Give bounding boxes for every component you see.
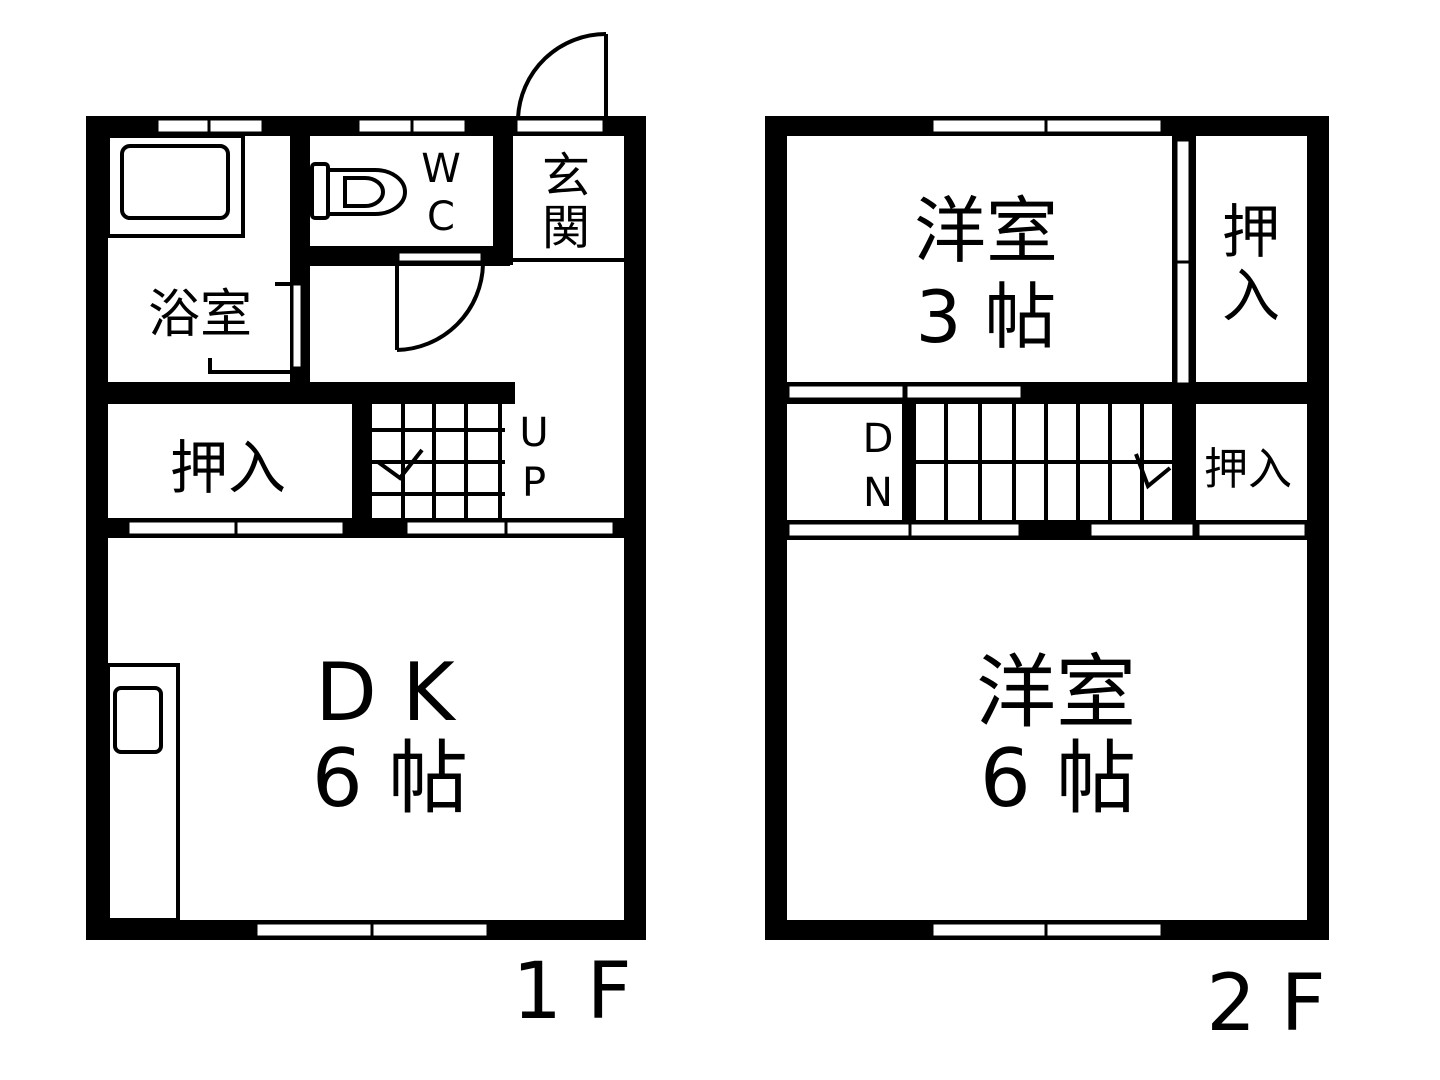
label-western-large-1: 洋室 [976, 646, 1136, 739]
f1-window-wc-2 [410, 117, 468, 135]
f1-stairs [372, 400, 505, 520]
stair-arrow-up-icon [376, 448, 424, 481]
f2-window-south-2 [1044, 921, 1164, 939]
f1-window-wc-1 [356, 117, 414, 135]
label-entrance-2: 関 [542, 200, 590, 256]
f2-window-south-1 [930, 921, 1048, 939]
f1-window-south-1 [254, 921, 374, 939]
toilet-tank [310, 162, 330, 220]
f1-entrance-door-arc [516, 31, 607, 119]
f1-bath-door [208, 358, 290, 374]
label-closet-lower: 押入 [1204, 444, 1292, 495]
f1-wc-door-frame [396, 250, 484, 264]
floor-1: 浴室 W C 玄 関 押入 U P D K 6 帖 1 F [86, 31, 646, 1037]
bathtub-outline [106, 134, 245, 238]
label-stairs-1: U [519, 410, 548, 456]
label-closet-upper-1: 押 [1222, 198, 1280, 266]
f1-window-bath-1 [155, 117, 211, 135]
toilet-bowl [326, 168, 407, 216]
f1-east-wall [624, 116, 646, 940]
f1-wall-mid [100, 382, 515, 404]
f1-wc-door-arc [396, 263, 485, 352]
floor-2: 洋室 3 帖 押 入 D N 押入 洋室 6 帖 2 F [765, 116, 1329, 1049]
f1-window-south-2 [370, 921, 490, 939]
f2-closet-slide-2 [1174, 260, 1192, 386]
f1-closet-slide-2 [234, 519, 346, 537]
f1-wall-closet-stair [352, 400, 372, 530]
f2-hall-slide-2 [904, 383, 1024, 401]
label-wc-1: W [421, 146, 461, 192]
f2-west-wall [765, 116, 787, 940]
label-western-small-2: 3 帖 [916, 275, 1057, 359]
label-stairs-1: D [863, 416, 894, 462]
f2-room-slide-1 [786, 521, 912, 539]
f2-closet-lower-slide [1196, 521, 1308, 539]
label-bath: 浴室 [148, 285, 252, 345]
label-wc-2: C [427, 194, 455, 240]
f1-hall-slide-2 [504, 519, 616, 537]
floor-label-2f: 2 F [1206, 959, 1325, 1049]
f2-room-slide-2 [908, 521, 1022, 539]
f2-room-slide-3 [1088, 521, 1196, 539]
label-dk-1: D K [315, 646, 457, 739]
toilet-seat [343, 176, 385, 208]
f2-hall-slide-1 [786, 383, 906, 401]
floor-label-1f: 1 F [512, 947, 631, 1037]
f1-west-wall [86, 116, 108, 940]
stair-arrow-down-icon [1134, 453, 1172, 490]
label-closet: 押入 [170, 434, 286, 502]
bathtub-basin [120, 144, 230, 220]
f2-window-north-1 [930, 117, 1048, 135]
label-dk-2: 6 帖 [312, 732, 468, 825]
f2-window-north-2 [1044, 117, 1164, 135]
kitchen-counter [106, 663, 180, 922]
f1-hall-slide-1 [404, 519, 508, 537]
label-stairs-2: N [863, 470, 893, 516]
f1-closet-slide-1 [126, 519, 238, 537]
label-western-small-1: 洋室 [914, 189, 1058, 273]
label-stairs-2: P [522, 460, 546, 506]
label-closet-upper-2: 入 [1222, 262, 1280, 330]
f2-closet-slide-1 [1174, 138, 1192, 264]
f1-wall-wc-entrance [493, 130, 513, 265]
f1-window-bath-2 [207, 117, 265, 135]
label-entrance-1: 玄 [542, 148, 590, 204]
label-western-large-2: 6 帖 [980, 732, 1136, 825]
f2-wall-stair-west [902, 398, 916, 528]
f2-stairs [916, 404, 1172, 520]
f1-bath-door-panel [290, 282, 304, 370]
f1-entrance-door-opening [514, 117, 606, 135]
kitchen-sink [113, 686, 163, 754]
